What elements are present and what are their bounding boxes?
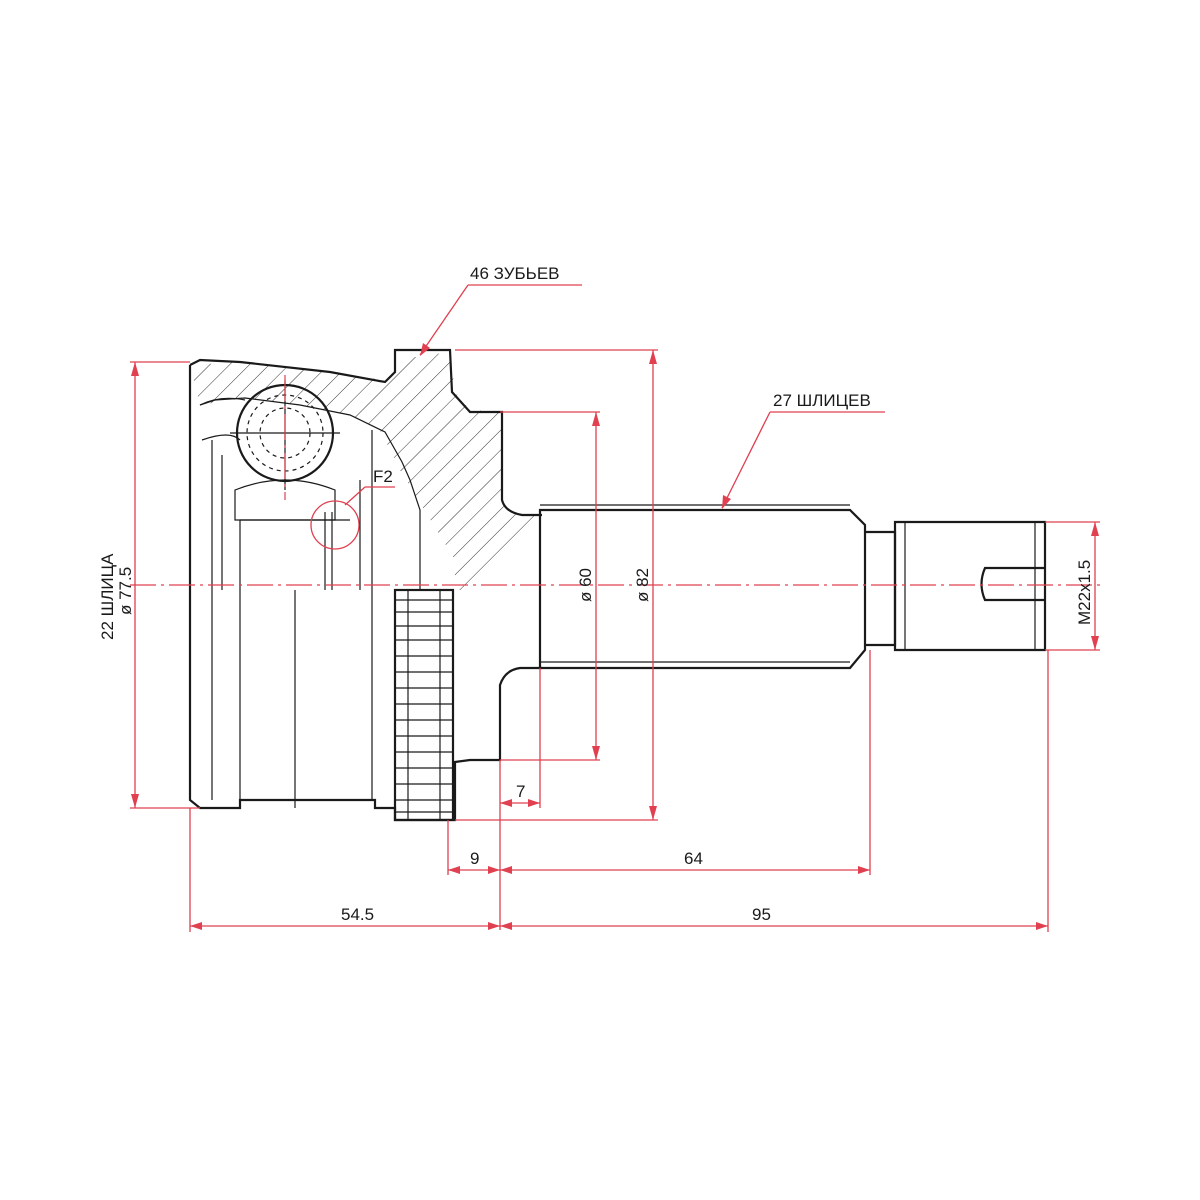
teeth-leader: 46 ЗУБЬЕВ bbox=[419, 264, 582, 356]
inner-splines-label: 22 ШЛИЦА bbox=[98, 553, 117, 640]
dim-diameter-60: ø 60 bbox=[500, 411, 600, 761]
dim-7-label: 7 bbox=[516, 782, 525, 801]
thread-label: M22x1.5 bbox=[1075, 560, 1094, 625]
inner-diameter-label: ø 77.5 bbox=[116, 567, 135, 615]
spline-count-label: 27 ШЛИЦЕВ bbox=[773, 391, 871, 410]
spline-leader: 27 ШЛИЦЕВ bbox=[721, 391, 885, 509]
dim-9: 9 bbox=[447, 820, 500, 875]
f2-marker: F2 bbox=[310, 467, 395, 550]
dim-54-5-label: 54.5 bbox=[341, 905, 374, 924]
dim-95: 95 bbox=[500, 650, 1049, 932]
teeth-count-label: 46 ЗУБЬЕВ bbox=[470, 264, 560, 283]
f2-label: F2 bbox=[373, 467, 393, 486]
output-shaft bbox=[538, 504, 1047, 670]
dim-95-label: 95 bbox=[752, 905, 771, 924]
dim-diameter-77-5: 22 ШЛИЦА ø 77.5 bbox=[98, 361, 200, 809]
dim-54-5: 54.5 bbox=[189, 808, 500, 932]
dim-64: 64 bbox=[500, 650, 871, 875]
dim-7: 7 bbox=[499, 668, 541, 930]
dim-diameter-82: ø 82 bbox=[455, 349, 658, 821]
dim-64-label: 64 bbox=[684, 849, 703, 868]
abs-tone-ring bbox=[393, 588, 455, 822]
dim-9-label: 9 bbox=[470, 849, 479, 868]
diameter-60-label: ø 60 bbox=[576, 568, 595, 602]
dim-thread: M22x1.5 bbox=[1045, 521, 1100, 651]
diameter-82-label: ø 82 bbox=[633, 568, 652, 602]
